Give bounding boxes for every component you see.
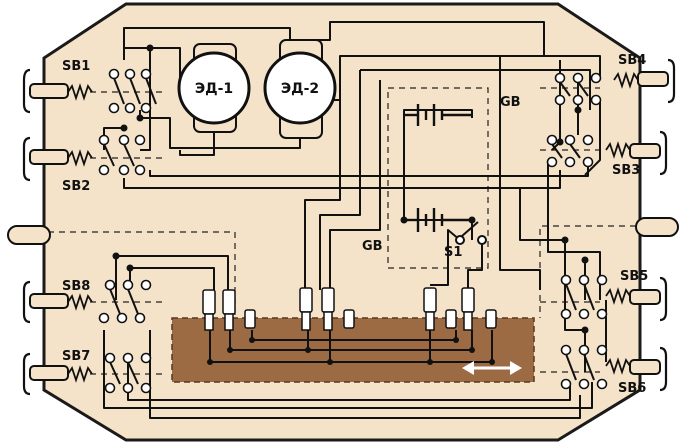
label-sb7: SB7 [62,349,90,364]
label-sb5: SB5 [620,269,648,284]
pushbutton-rods [7,71,679,381]
label-sb3: SB3 [612,163,640,178]
label-sb1: SB1 [62,59,90,74]
label-sb8: SB8 [62,279,90,294]
motor-2 [263,39,337,139]
motor-2-label: ЭД-2 [281,81,319,97]
battery-bottom [404,208,472,232]
switch-blades [103,77,595,385]
contact-plugs [202,287,497,331]
switch-contacts [98,68,608,394]
battery-top [404,104,472,126]
motor-1-label: ЭД-1 [195,81,233,97]
rod-hooks [22,58,676,396]
motor-1 [177,43,251,133]
label-sb6: SB6 [618,381,646,396]
label-gb-top: GB [500,95,521,110]
power-switch-s1 [455,221,487,245]
label-sb2: SB2 [62,179,90,194]
label-sb4: SB4 [618,53,646,68]
label-gb-bottom: GB [362,239,383,254]
label-s1: S1 [444,245,462,260]
springs [67,71,639,383]
double-arrow-icon [462,361,522,375]
